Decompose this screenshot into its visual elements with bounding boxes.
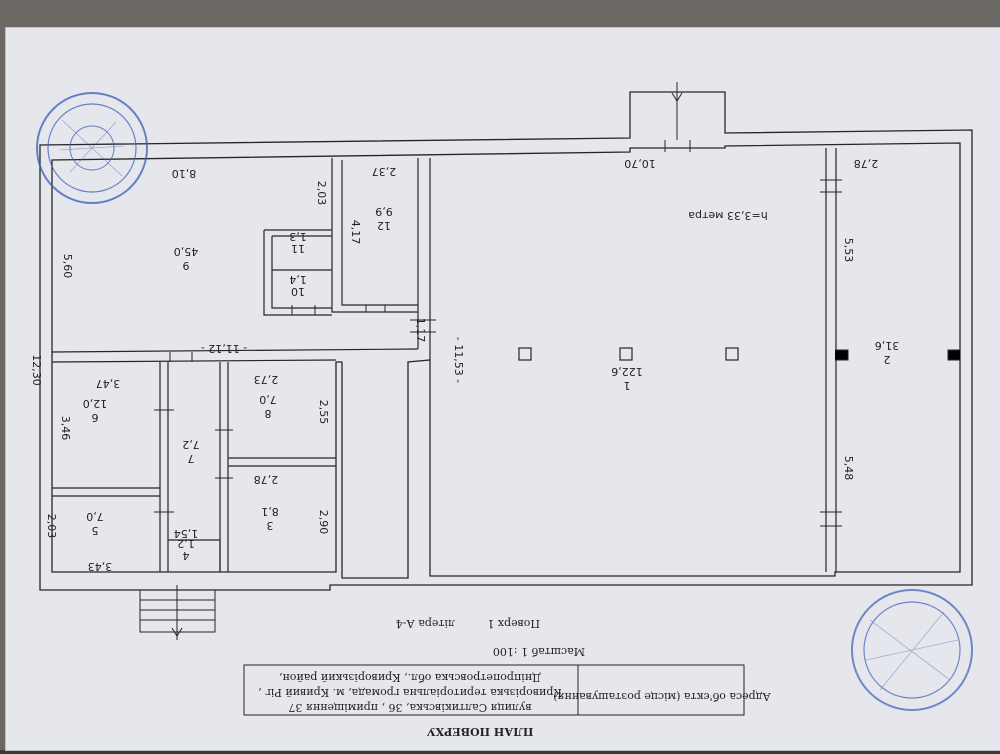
room-11-area: 1,3 bbox=[289, 230, 307, 243]
dim-1-54: 1,54 bbox=[174, 527, 199, 540]
dim-5-60: 5,60 bbox=[61, 254, 74, 279]
stamp-bottom-right bbox=[851, 589, 973, 711]
room-7-area: 7,2 bbox=[182, 438, 200, 451]
room-3-area: 8,1 bbox=[261, 505, 279, 518]
dim-10-70: 10,70 bbox=[624, 157, 656, 170]
address-line-3: вулиця Салтиківська, 36 , приміщення 37 bbox=[288, 701, 531, 714]
dimension-labels: 10,70 2,78 5,53 5,48 - 11,53 - 1,17 4,17… bbox=[30, 157, 878, 573]
room-9-area: 45,0 bbox=[174, 245, 199, 258]
room-5-area: 7,0 bbox=[86, 510, 104, 523]
dim-3-47: 3,47 bbox=[96, 377, 121, 390]
dim-2-78-top: 2,78 bbox=[854, 157, 879, 170]
room-8-area: 7,0 bbox=[259, 393, 277, 406]
plan-heading: ПЛАН ПОВЕРХУ bbox=[427, 725, 534, 738]
room-2-area: 31,6 bbox=[875, 339, 900, 352]
dim-11-53: - 11,53 - bbox=[452, 337, 465, 383]
room-4-area: 1,2 bbox=[177, 537, 195, 550]
room-12-number: 12 bbox=[377, 219, 391, 232]
room-11-number: 11 bbox=[291, 242, 305, 255]
room-2-number: 2 bbox=[884, 353, 891, 366]
address-caption: Адреса об'єкта (місце розташування) bbox=[553, 690, 771, 703]
document-sheet bbox=[6, 28, 1000, 750]
room-10-number: 10 bbox=[291, 285, 305, 298]
dim-12-30: 12,30 bbox=[30, 354, 43, 386]
scale-label: Масштаб 1 :100 bbox=[493, 645, 585, 658]
room-12-area: 9,9 bbox=[375, 205, 393, 218]
entrance-stairs bbox=[139, 82, 683, 640]
dim-8-10: 8,10 bbox=[172, 167, 197, 180]
door-marks bbox=[154, 140, 960, 527]
dim-4-17: 4,17 bbox=[349, 220, 362, 245]
exterior-walls bbox=[39, 91, 973, 591]
letter-label: літера А-4 bbox=[396, 617, 455, 630]
dim-2-03-top: 2,03 bbox=[315, 181, 328, 206]
dim-5-48: 5,48 bbox=[842, 456, 855, 481]
address-line-2: Криворізька територіальна громада, м. Кр… bbox=[258, 686, 562, 699]
room-9-number: 9 bbox=[183, 259, 190, 272]
room-7-number: 7 bbox=[188, 452, 195, 465]
room-5-number: 5 bbox=[92, 524, 99, 537]
room-6-area: 12,0 bbox=[83, 397, 108, 410]
dim-2-37: 2,37 bbox=[372, 165, 397, 178]
room-4-number: 4 bbox=[183, 549, 190, 562]
floor-label: Поверх 1 bbox=[487, 617, 540, 630]
dim-5-53: 5,53 bbox=[842, 238, 855, 263]
dim-3-46: 3,46 bbox=[59, 416, 72, 441]
dim-1-17: 1,17 bbox=[414, 318, 427, 343]
title-block: Адреса об'єкта (місце розташування) Дніп… bbox=[243, 664, 771, 738]
room-8-number: 8 bbox=[265, 407, 272, 420]
stamp-top-left bbox=[36, 92, 148, 204]
room-10-area: 1,4 bbox=[289, 273, 307, 286]
columns bbox=[518, 347, 739, 361]
room-1-number: 1 bbox=[624, 379, 631, 392]
room-1-area: 122,6 bbox=[611, 365, 643, 378]
interior-walls bbox=[51, 148, 837, 572]
room-6-number: 6 bbox=[92, 411, 99, 424]
dim-2-78: 2,78 bbox=[254, 473, 279, 486]
dim-2-73: 2,73 bbox=[254, 373, 279, 386]
dim-2-03-bottom: 2,03 bbox=[45, 514, 58, 539]
room-3-number: 3 bbox=[267, 519, 274, 532]
dim-2-55: 2,55 bbox=[317, 400, 330, 425]
dim-3-43: 3,43 bbox=[88, 560, 113, 573]
dim-2-90: 2,90 bbox=[317, 510, 330, 535]
meta-texts: Масштаб 1 :100 Поверх 1 літера А-4 bbox=[396, 617, 585, 658]
dim-11-12: - 11,12 - bbox=[201, 342, 247, 355]
ceiling-height: h=3,33 метра bbox=[688, 209, 767, 222]
room-labels: 1 122,6 2 31,6 3 8,1 4 1,2 5 7,0 6 12,0 … bbox=[83, 205, 900, 562]
address-line-1: Дніпропетровська обл., Криворізький райо… bbox=[279, 671, 541, 684]
